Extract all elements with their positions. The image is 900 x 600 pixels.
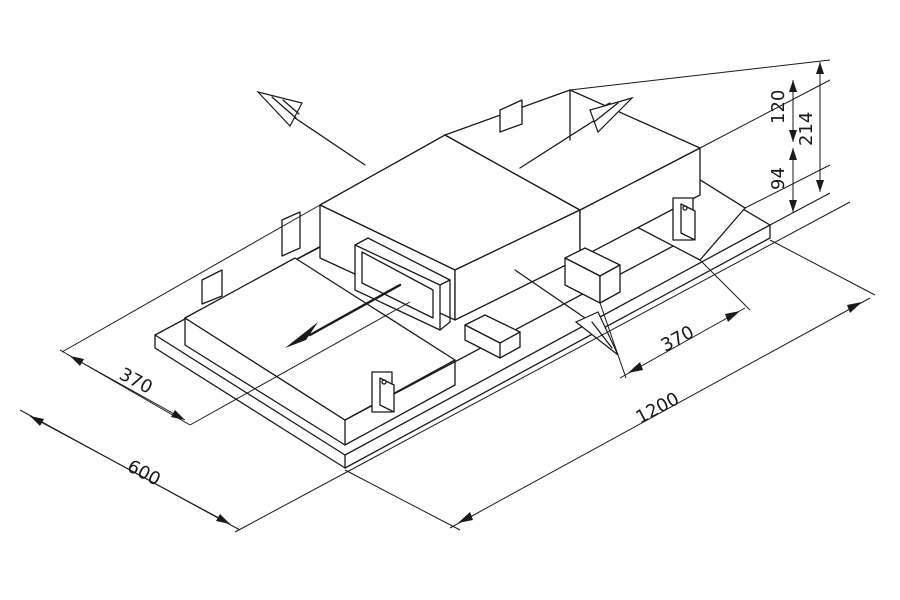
- dim-label-370-right: 370: [657, 322, 697, 357]
- dim-label-120: 120: [768, 90, 789, 124]
- dim-label-94: 94: [768, 167, 789, 190]
- right-bracket: [464, 247, 621, 359]
- airflow-arrow-back-left: [256, 90, 366, 166]
- dimension-heights: 120 214 94: [569, 59, 831, 226]
- mounting-clip-left: [201, 99, 523, 305]
- dim-label-214: 214: [796, 112, 817, 146]
- airflow-arrow-back-right: [519, 96, 635, 169]
- dimension-600: 600: [19, 409, 241, 531]
- mounting-clip-right: [672, 197, 696, 241]
- mounting-clip-front: [371, 371, 395, 413]
- airflow-arrow-main: [285, 283, 402, 348]
- dim-label-1200: 1200: [632, 388, 682, 428]
